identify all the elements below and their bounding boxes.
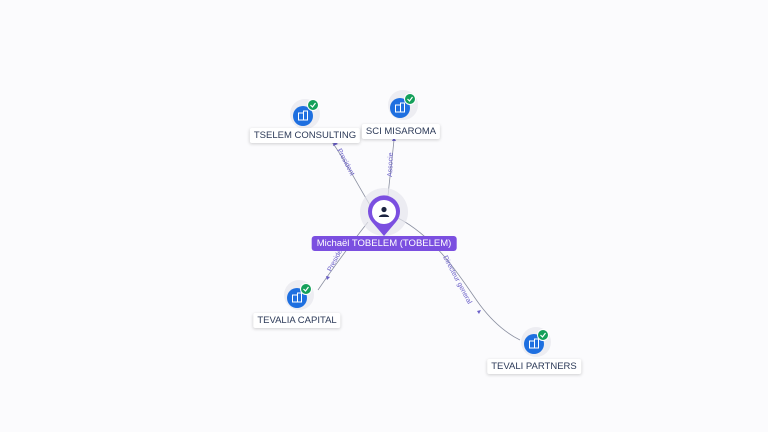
arrowhead-tevali [477,310,481,314]
company-node-misaroma[interactable] [388,90,418,120]
company-node-tselem[interactable] [290,99,320,129]
edge-tevalia [317,221,369,291]
company-node-tevali[interactable] [521,327,551,357]
person-icon [378,206,390,217]
company-building-icon [292,292,302,303]
person-node[interactable] [360,188,408,236]
company-label-tselem[interactable]: TSELEM CONSULTING [249,128,361,143]
company-label-misaroma[interactable]: SCI MISAROMA [361,124,441,139]
edge-label-misaroma: Associe [387,152,395,177]
edge-label-tselem: President [335,148,355,177]
company-building-icon [395,102,405,113]
company-label-tevali[interactable]: TEVALI PARTNERS [487,359,581,374]
company-label-tevalia[interactable]: TEVALIA CAPITAL [253,313,341,328]
verified-check-icon [540,332,546,338]
company-node-tevalia[interactable] [284,280,314,310]
verified-check-icon [407,96,413,102]
company-building-icon [298,110,308,121]
arrowhead-tevalia [326,276,330,280]
arrowhead-misaroma [392,137,396,141]
person-name-label[interactable]: Michaël TOBELEM (TOBELEM) [311,236,457,251]
edge-label-tevali: Directeur general [441,255,473,306]
verified-check-icon [303,286,309,292]
verified-check-icon [310,102,316,108]
company-building-icon [529,338,539,349]
